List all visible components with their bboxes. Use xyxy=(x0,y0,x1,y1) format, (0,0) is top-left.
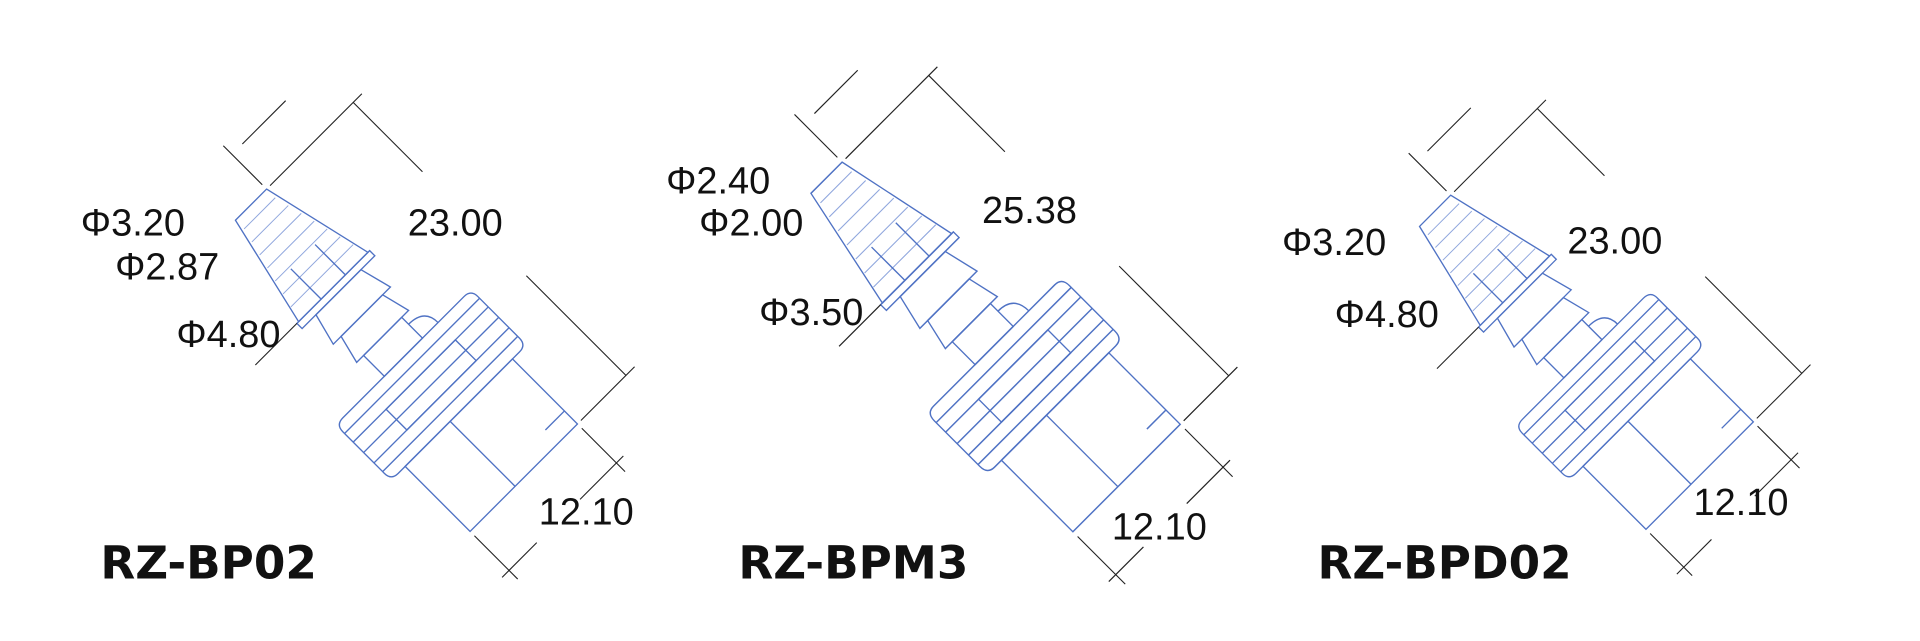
model-title: RZ-BPD02 xyxy=(1318,536,1572,589)
dim-length-label: 23.00 xyxy=(408,202,503,244)
model-title: RZ-BP02 xyxy=(100,536,316,589)
dim-diameter-label: Φ2.40 xyxy=(666,161,770,203)
dim-length-label: 25.38 xyxy=(982,190,1077,232)
dim-diameter-label: Φ2.00 xyxy=(699,202,803,244)
dim-width-label: 12.10 xyxy=(1112,506,1207,548)
part-rz-bpm3: Φ2.40 Φ2.00 Φ3.50 25.38 12.10 RZ-BPM3 xyxy=(666,18,1291,610)
dim-width-label: 12.10 xyxy=(1693,482,1788,524)
dim-diameter-label: Φ2.87 xyxy=(115,246,219,288)
dim-diameter-label: Φ3.50 xyxy=(759,292,863,334)
part-rz-bp02: Φ3.20 Φ2.87 Φ4.80 23.00 12.10 RZ-BP02 xyxy=(81,49,683,604)
model-title: RZ-BPM3 xyxy=(738,536,968,589)
dim-diameter-label: Φ3.20 xyxy=(81,202,185,244)
dim-diameter-label: Φ4.80 xyxy=(1335,294,1439,336)
dim-diameter-label: Φ4.80 xyxy=(176,314,280,356)
dim-length-label: 23.00 xyxy=(1567,221,1662,263)
dim-diameter-label: Φ3.20 xyxy=(1282,222,1386,264)
part-rz-bpd02: Φ3.20 Φ4.80 23.00 12.10 RZ-BPD02 xyxy=(1282,57,1858,601)
dim-width-label: 12.10 xyxy=(539,492,634,534)
